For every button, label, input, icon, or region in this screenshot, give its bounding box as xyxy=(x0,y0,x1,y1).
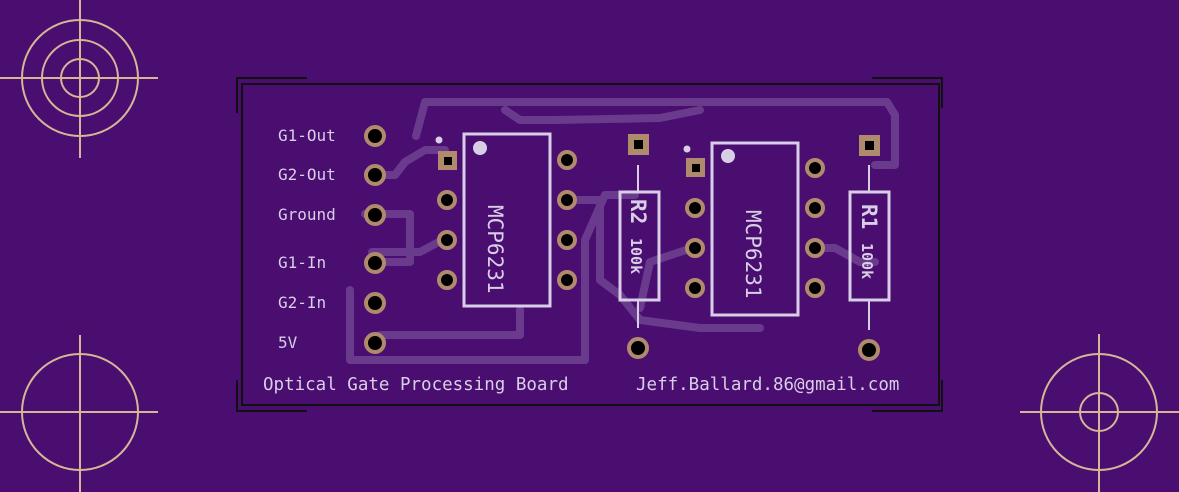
ic2-part-label: MCP6231 xyxy=(741,210,765,299)
ic1-pad-8 xyxy=(557,150,577,170)
ic2-pad-3 xyxy=(685,238,705,258)
ic2-pad-4 xyxy=(685,278,705,298)
label-g1-out: G1-Out xyxy=(278,126,336,145)
r2-body-outline xyxy=(618,190,661,302)
label-ground: Ground xyxy=(278,205,336,224)
r1-pad-2 xyxy=(858,339,880,361)
ic2-pad-8 xyxy=(805,158,825,178)
ic1-body-outline xyxy=(462,132,552,308)
ic2-pad-7 xyxy=(805,198,825,218)
ic1-pin1-dot xyxy=(435,136,443,144)
r1-ref-label: R1 xyxy=(857,204,881,229)
board-title: Optical Gate Processing Board xyxy=(263,375,569,395)
board-outline xyxy=(241,83,940,406)
ic2-footprint: MCP6231 xyxy=(683,141,825,317)
ic2-pad-6 xyxy=(805,238,825,258)
ic1-footprint: MCP6231 xyxy=(435,132,577,308)
ic1-pad-7 xyxy=(557,190,577,210)
label-g1-in: G1-In xyxy=(278,253,326,272)
author-email: Jeff.Ballard.86@gmail.com xyxy=(636,375,899,395)
r1-value-label: 100k xyxy=(858,243,876,279)
registration-mark-top-left xyxy=(0,0,158,158)
r2-value-label: 100k xyxy=(627,238,645,274)
ic2-pad-5 xyxy=(805,278,825,298)
registration-mark-bottom-right xyxy=(1020,334,1179,492)
header-labels: G1-Out G2-Out Ground G1-In G2-In 5V xyxy=(278,126,336,352)
ic1-pad-3 xyxy=(437,230,457,250)
header-pads xyxy=(364,125,386,354)
r2-footprint: R2 100k xyxy=(618,134,661,359)
ic1-pin1-marker xyxy=(473,141,487,155)
ic1-part-label: MCP6231 xyxy=(483,205,507,294)
label-5v: 5V xyxy=(278,333,298,352)
copper-traces xyxy=(346,98,899,364)
r1-footprint: R1 100k xyxy=(848,135,891,361)
ic1-pad-6 xyxy=(557,230,577,250)
label-g2-in: G2-In xyxy=(278,293,326,312)
ic1-pad-5 xyxy=(557,270,577,290)
ic2-body-outline xyxy=(710,141,800,317)
ic2-pin1-marker xyxy=(721,149,735,163)
corner-brackets xyxy=(236,77,943,412)
r2-pad-2 xyxy=(627,337,649,359)
ic2-pin1-dot xyxy=(683,145,691,153)
ic1-pad-2 xyxy=(437,190,457,210)
label-g2-out: G2-Out xyxy=(278,165,336,184)
ic2-pad-2 xyxy=(685,198,705,218)
registration-mark-bottom-left xyxy=(0,335,158,492)
ic1-pad-4 xyxy=(437,270,457,290)
r2-ref-label: R2 xyxy=(626,199,650,224)
